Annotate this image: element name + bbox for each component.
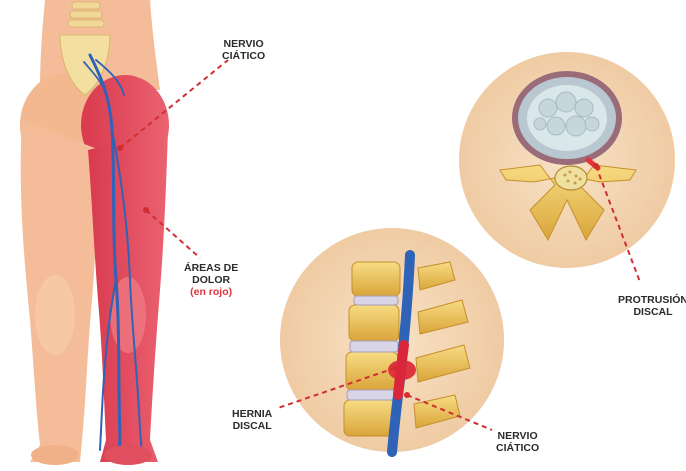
label-areas-line1: ÁREAS DE	[184, 262, 238, 274]
label-hernia: HERNIA DISCAL	[232, 408, 272, 432]
label-areas-line3: (en rojo)	[184, 286, 238, 298]
label-protrusion: PROTRUSIÓN DISCAL	[618, 294, 686, 318]
spinal-cord	[555, 166, 587, 190]
label-protrusion-line2: DISCAL	[618, 306, 686, 318]
lumbar-vertebrae	[68, 2, 104, 27]
body-figure	[20, 0, 169, 465]
disc-protrusion-inset	[459, 52, 675, 268]
right-heel	[104, 445, 152, 465]
label-nervio-top-line2: CIÁTICO	[222, 50, 265, 62]
label-nervio-bottom-line1: NERVIO	[496, 430, 539, 442]
label-protrusion-line1: PROTRUSIÓN	[618, 294, 686, 306]
left-calf	[35, 275, 75, 355]
label-nervio-bottom-line2: CIÁTICO	[496, 442, 539, 454]
label-nervio-bottom: NERVIO CIÁTICO	[496, 430, 539, 454]
label-hernia-line1: HERNIA	[232, 408, 272, 420]
label-hernia-line2: DISCAL	[232, 420, 272, 432]
label-areas-dolor: ÁREAS DE DOLOR (en rojo)	[184, 262, 238, 298]
label-nervio-top: NERVIO CIÁTICO	[222, 38, 265, 62]
label-nervio-top-line1: NERVIO	[222, 38, 265, 50]
left-heel	[31, 445, 79, 465]
disc-herniation-inset	[280, 228, 504, 452]
label-areas-line2: DOLOR	[184, 274, 238, 286]
